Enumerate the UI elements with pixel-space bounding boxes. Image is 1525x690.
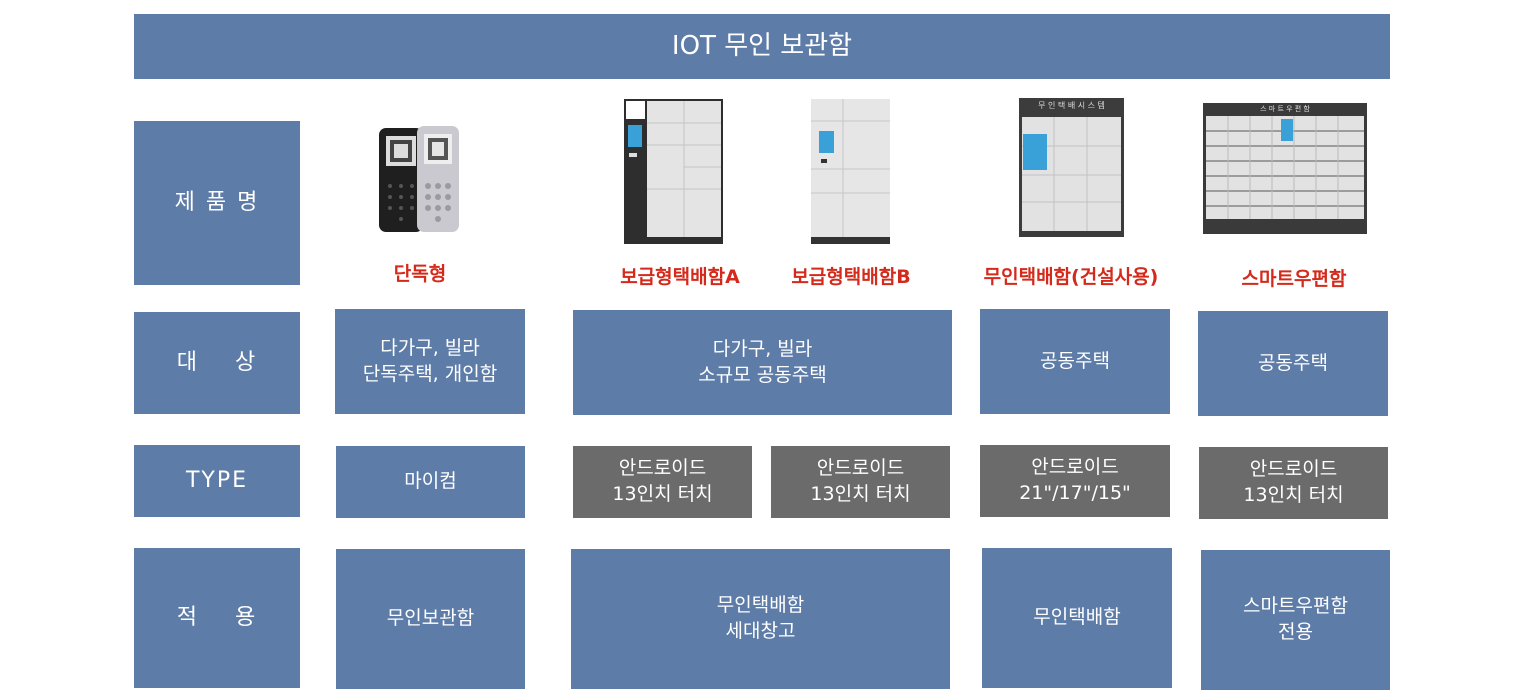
row-label-target-text: 대 상 xyxy=(176,350,258,376)
application-cell-smart-mailbox: 스마트우편함 전용 xyxy=(1201,550,1390,690)
target-line: 다가구, 빌라 xyxy=(380,336,480,359)
application-line: 무인택배함 xyxy=(1033,606,1121,629)
product-name-locker-b: 보급형택배함B xyxy=(791,266,911,288)
application-cell-construction-locker: 무인택배함 xyxy=(982,548,1172,688)
row-label-type-text: TYPE xyxy=(185,468,249,494)
type-line: 안드로이드 xyxy=(816,457,905,480)
type-cell-construction-locker: 안드로이드 21"/17"/15" xyxy=(980,445,1170,517)
target-line: 다가구, 빌라 xyxy=(712,337,813,360)
type-line: 13인치 터치 xyxy=(810,483,911,505)
type-line: 21"/17"/15" xyxy=(1019,482,1131,504)
product-image-construction-locker: 무 인 택 배 시 스 템 xyxy=(1019,98,1124,237)
row-label-type: TYPE xyxy=(134,445,300,517)
product-name-locker-a: 보급형택배함A xyxy=(620,266,740,288)
page-title: IOT 무인 보관함 xyxy=(134,14,1390,79)
row-label-application: 적 용 xyxy=(134,548,300,688)
type-cell-standalone: 마이컴 xyxy=(336,446,525,518)
product-name-construction-locker: 무인택배함(건설사용) xyxy=(983,266,1159,288)
page-title-text: IOT 무인 보관함 xyxy=(671,30,853,61)
target-cell-construction-locker: 공동주택 xyxy=(980,309,1170,414)
row-label-target: 대 상 xyxy=(134,312,300,414)
target-line: 단독주택, 개인함 xyxy=(362,362,498,385)
application-line: 무인보관함 xyxy=(386,607,475,630)
type-line: 안드로이드 xyxy=(1031,456,1119,479)
type-line: 마이컴 xyxy=(404,470,457,493)
application-line: 세대창고 xyxy=(725,620,796,642)
row-label-application-text: 적 용 xyxy=(176,605,258,631)
product-image-locker-a xyxy=(624,99,723,244)
target-line: 공동주택 xyxy=(1258,351,1328,374)
smart-mailbox-header: 스 마 트 우 편 함 xyxy=(1260,105,1310,113)
product-image-smart-mailbox: 스 마 트 우 편 함 xyxy=(1203,103,1367,234)
type-line: 안드로이드 xyxy=(618,457,707,480)
type-cell-locker-a: 안드로이드 13인치 터치 xyxy=(573,446,752,518)
target-line: 소규모 공동주택 xyxy=(698,363,827,386)
row-label-product: 제 품 명 xyxy=(134,121,300,285)
application-cell-basic-lockers: 무인택배함 세대창고 xyxy=(571,549,950,689)
application-line: 무인택배함 xyxy=(716,594,805,617)
target-cell-smart-mailbox: 공동주택 xyxy=(1198,311,1388,416)
type-line: 안드로이드 xyxy=(1249,458,1338,481)
product-name-smart-mailbox: 스마트우편함 xyxy=(1241,268,1347,290)
application-line: 스마트우편함 xyxy=(1243,595,1348,618)
product-name-standalone: 단독형 xyxy=(393,263,447,285)
application-line: 전용 xyxy=(1278,621,1313,643)
type-line: 13인치 터치 xyxy=(612,483,713,505)
type-line: 13인치 터치 xyxy=(1243,484,1344,506)
product-image-locker-b xyxy=(811,99,890,244)
row-label-product-text: 제 품 명 xyxy=(174,190,260,216)
product-image-standalone xyxy=(376,124,462,236)
target-cell-standalone: 다가구, 빌라 단독주택, 개인함 xyxy=(335,309,525,414)
application-cell-standalone: 무인보관함 xyxy=(336,549,525,689)
target-line: 공동주택 xyxy=(1040,349,1110,372)
type-cell-smart-mailbox: 안드로이드 13인치 터치 xyxy=(1199,447,1388,519)
construction-locker-header: 무 인 택 배 시 스 템 xyxy=(1038,101,1105,110)
target-cell-basic-lockers: 다가구, 빌라 소규모 공동주택 xyxy=(573,310,952,415)
type-cell-locker-b: 안드로이드 13인치 터치 xyxy=(771,446,950,518)
